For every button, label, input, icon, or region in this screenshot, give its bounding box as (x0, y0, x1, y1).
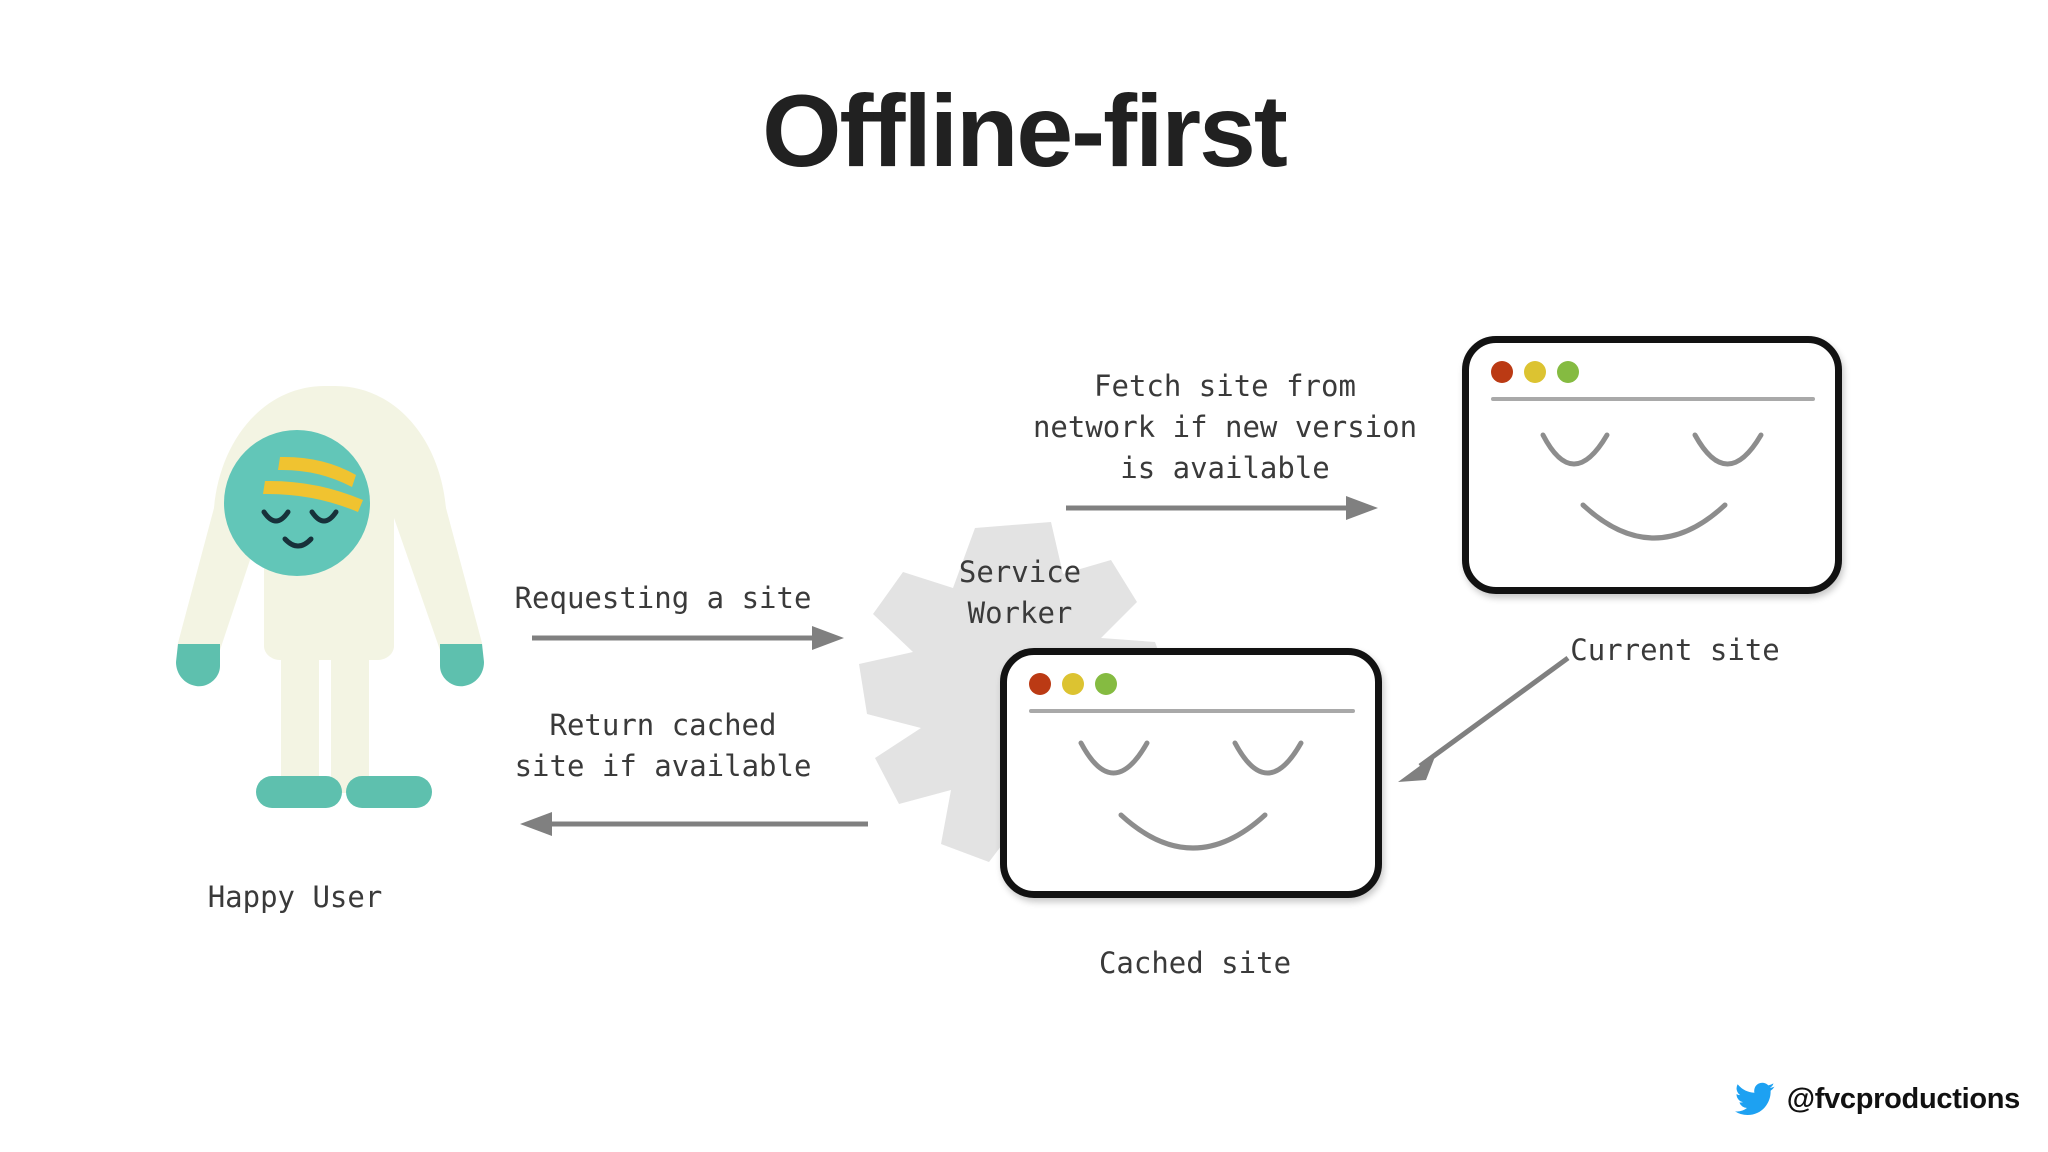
page-title: Offline-first (762, 74, 1288, 188)
browser-window-current-site[interactable] (1462, 336, 1842, 594)
arrow-requesting-a-site (532, 626, 844, 650)
flow-label-fetch-site-from-network: Fetch site from network if new version is … (1005, 366, 1445, 489)
fetch-line-3: is available (1120, 451, 1330, 485)
arrow-fetch-site-from-network (1066, 496, 1378, 520)
twitter-credit[interactable]: @fvcproductions (1734, 1082, 2021, 1116)
face-eye-right (1232, 740, 1304, 776)
minimize-dot-icon[interactable] (1524, 361, 1546, 383)
happy-user-svg (176, 386, 484, 808)
close-dot-icon[interactable] (1029, 673, 1051, 695)
hand-left (176, 644, 220, 687)
flow-label-return-cached-site: Return cached site if available (453, 705, 873, 787)
sleeping-smiley-face (1540, 432, 1764, 541)
happy-user-illustration (168, 378, 498, 853)
cached-site-caption: Cached site (1098, 946, 1292, 980)
face-eye-left (1540, 432, 1610, 467)
traffic-light-dots (1491, 361, 1579, 383)
face-mouth (1118, 812, 1268, 851)
face-eye-right (1692, 432, 1764, 467)
return-line-1: Return cached (549, 708, 777, 742)
shoe-left (256, 776, 342, 808)
headband-stripe-1 (278, 456, 356, 487)
titlebar-divider (1491, 397, 1815, 401)
maximize-dot-icon[interactable] (1095, 673, 1117, 695)
eye-right (309, 509, 339, 524)
eye-left (261, 509, 291, 524)
arrow-store-current-into-cache (1398, 655, 1570, 782)
fetch-line-1: Fetch site from (1094, 369, 1356, 403)
titlebar-divider (1029, 709, 1355, 713)
twitter-handle-label[interactable]: @fvcproductions (1786, 1082, 2021, 1115)
service-worker-line-1: Service (958, 555, 1082, 589)
shoe-right (346, 776, 432, 808)
browser-window-cached-site[interactable] (1000, 648, 1382, 898)
minimize-dot-icon[interactable] (1062, 673, 1084, 695)
service-worker-line-2: Worker (967, 596, 1073, 630)
flow-label-requesting-a-site: Requesting a site (514, 581, 812, 615)
sleeping-smiley-face (1078, 740, 1304, 851)
face-mouth (1580, 502, 1728, 541)
twitter-bird-icon[interactable] (1734, 1082, 1775, 1116)
return-line-2: site if available (514, 749, 812, 783)
face-eye-left (1078, 740, 1150, 776)
hand-right (440, 644, 484, 687)
maximize-dot-icon[interactable] (1557, 361, 1579, 383)
traffic-light-dots (1029, 673, 1117, 695)
close-dot-icon[interactable] (1491, 361, 1513, 383)
current-site-caption: Current site (1570, 633, 1780, 667)
arrow-return-cached-site (520, 812, 868, 836)
fetch-line-2: network if new version (1032, 410, 1418, 444)
mouth (282, 536, 314, 549)
headband-stripe-2 (263, 480, 363, 512)
happy-user-caption: Happy User (207, 880, 383, 914)
